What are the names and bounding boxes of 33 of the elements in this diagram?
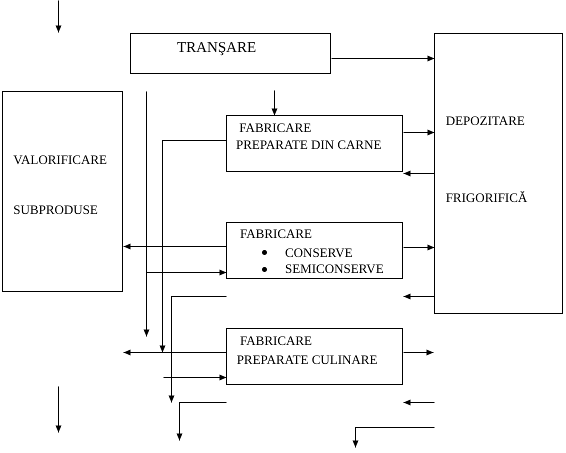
arrow [403,130,435,136]
arrow [403,400,435,406]
arrow [146,91,227,276]
arrow [403,244,435,250]
box-label: PREPARATE CULINARE [236,352,378,366]
box-label: FRIGORIFICĂ [446,191,528,204]
arrow [331,56,435,62]
arrow [123,350,227,356]
list-item-text: CONSERVE [285,246,353,259]
process-box [130,33,331,74]
box-label: FABRICARE [240,334,312,348]
arrow [403,170,435,176]
box-label: TRANŞARE [177,40,256,56]
arrow [123,244,227,250]
process-box [226,328,403,385]
box-label: FABRICARE [239,121,312,134]
arrow [403,294,435,300]
box-label: SUBPRODUSE [13,202,98,216]
process-box [226,222,403,279]
arrow [160,140,227,353]
box-label: PREPARATE DIN CARNE [236,138,382,151]
box-label: VALORIFICARE [13,152,107,166]
process-box [434,33,563,314]
arrow [272,90,278,116]
process-box [226,115,403,172]
arrow [163,374,227,380]
arrow [168,296,227,403]
box-label: DEPOZITARE [446,114,525,128]
arrow [176,402,227,441]
arrow [403,350,434,356]
box-label: FABRICARE [240,227,312,240]
process-box [2,91,123,292]
list-item-text: SEMICONSERVE [285,262,384,276]
